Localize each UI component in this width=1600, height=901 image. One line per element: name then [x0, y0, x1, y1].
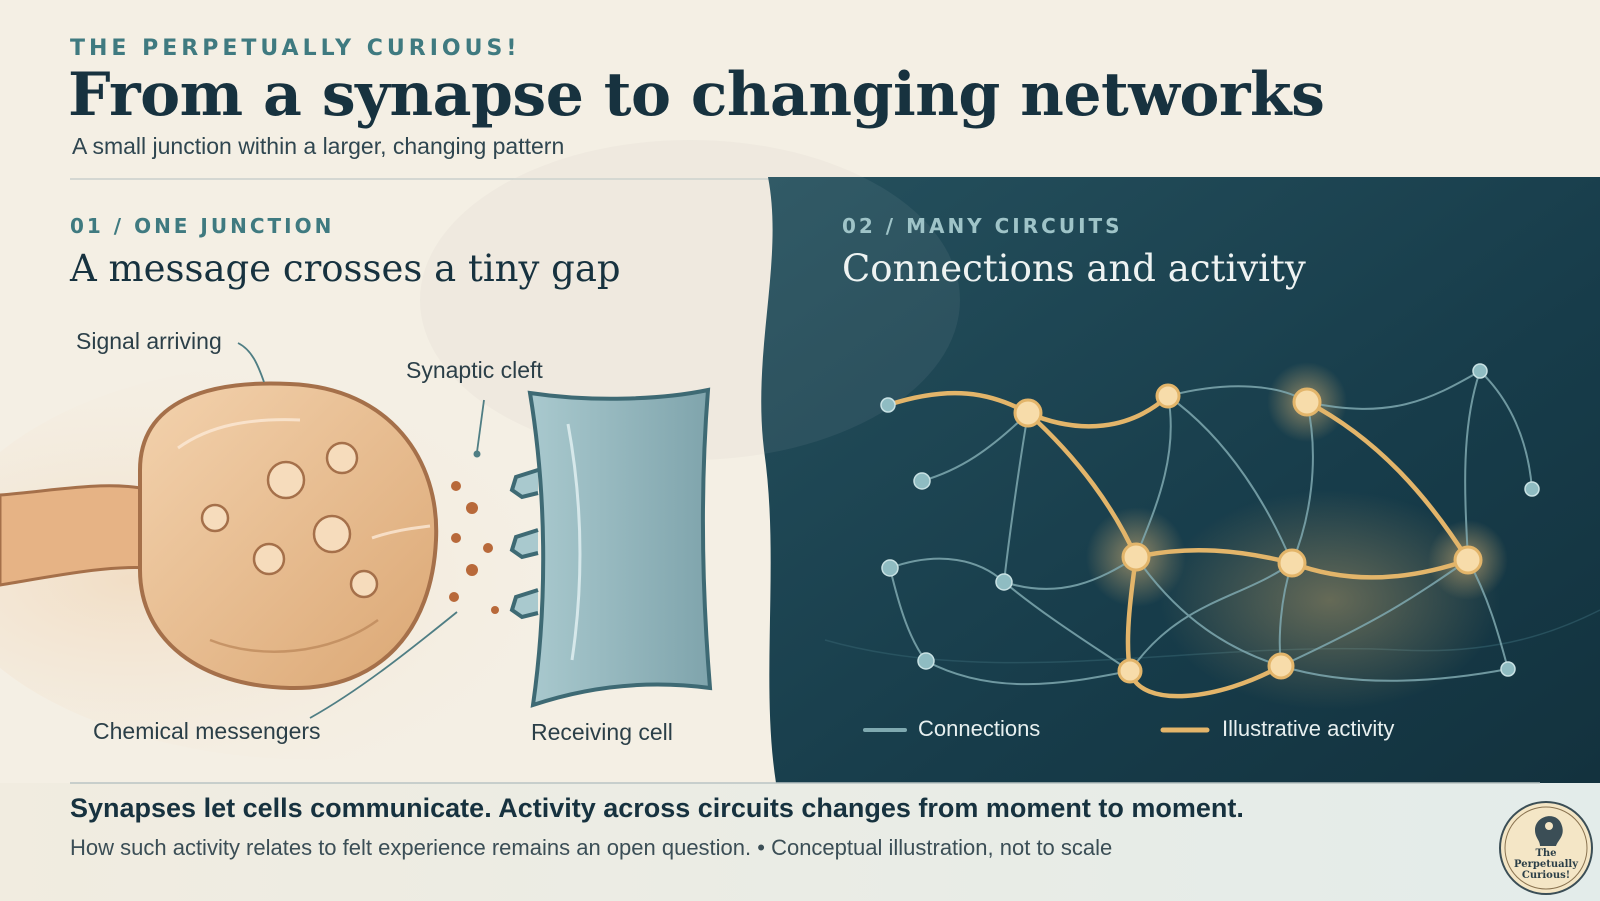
- receiving-cell: [509, 387, 713, 708]
- callout-receiving-cell: Receiving cell: [531, 719, 673, 745]
- callout-signal-arriving: Signal arriving: [76, 328, 222, 354]
- brand-eyebrow: THE PERPETUALLY CURIOUS!: [70, 36, 521, 61]
- section-label-junction: 01 / ONE JUNCTION: [70, 214, 335, 238]
- page-subtitle: A small junction within a larger, changi…: [72, 133, 565, 159]
- activity-nodes: [1013, 383, 1483, 684]
- logo-text-line2: Curious!: [1521, 870, 1571, 881]
- footer-headline: Synapses let cells communicate. Activity…: [70, 793, 1244, 823]
- callout-lines: [237, 342, 485, 719]
- legend-activity-label: Illustrative activity: [1222, 716, 1395, 741]
- callout-chemical-messengers: Chemical messengers: [93, 718, 321, 744]
- connection-nodes: [880, 363, 1540, 677]
- logo-text-line1: The Perpetually: [1513, 848, 1578, 870]
- network: [880, 362, 1540, 699]
- section-title-circuits: Connections and activity: [842, 247, 1306, 290]
- footer-note: How such activity relates to felt experi…: [70, 835, 1113, 860]
- head-icon: [1535, 816, 1563, 846]
- page-title: From a synapse to changing networks: [68, 60, 1325, 130]
- presynaptic-terminal: [0, 381, 439, 691]
- vesicles: [200, 441, 379, 599]
- messenger-dots: [449, 481, 499, 614]
- logo-text: The Perpetually Curious!: [1506, 848, 1586, 881]
- legend-connections-label: Connections: [918, 716, 1041, 741]
- section-label-circuits: 02 / MANY CIRCUITS: [842, 214, 1123, 238]
- callout-synaptic-cleft: Synaptic cleft: [406, 357, 543, 383]
- logo-badge: [1499, 801, 1593, 895]
- section-title-junction: A message crosses a tiny gap: [70, 247, 621, 290]
